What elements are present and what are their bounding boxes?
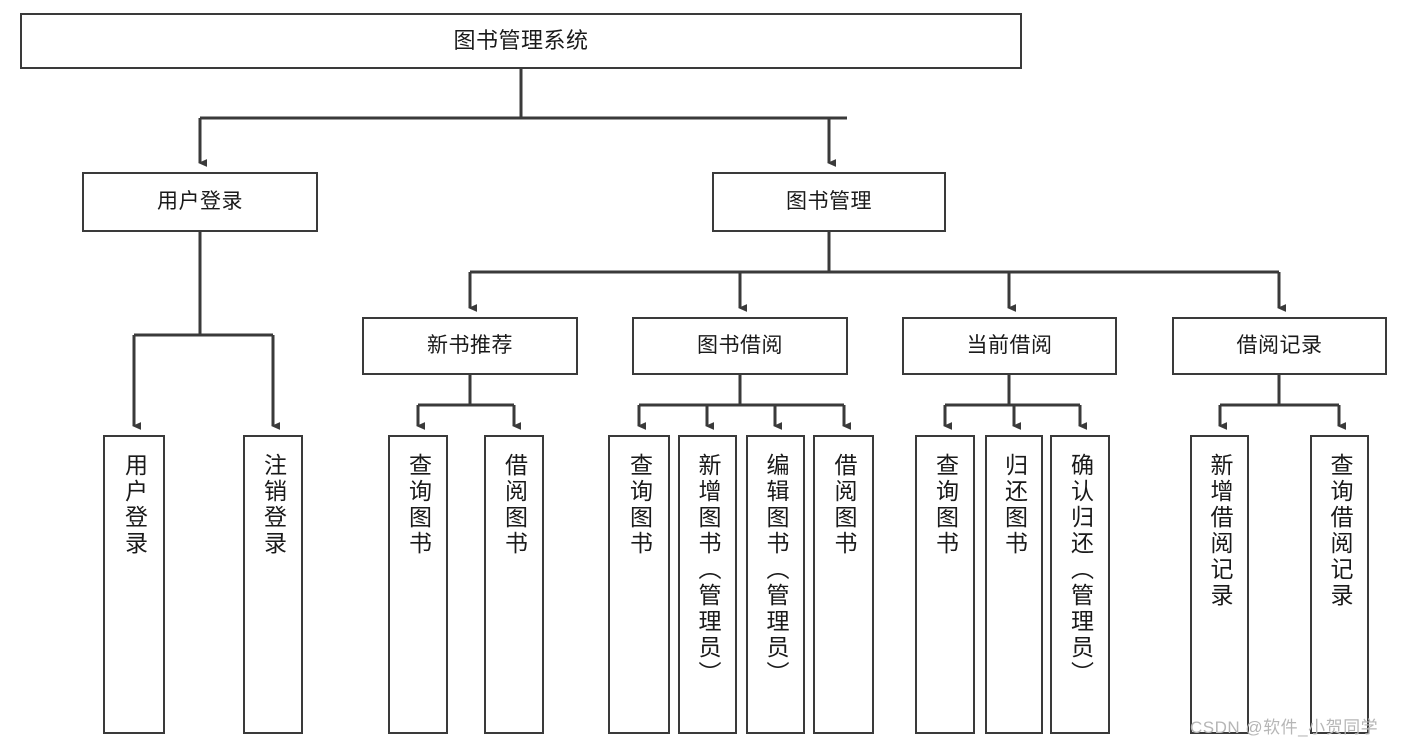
node-leaf-add-book-admin[interactable]: 新增图书（管理员） — [678, 435, 737, 734]
node-label: 查询借阅记录 — [1327, 453, 1353, 609]
node-leaf-confirm-return-admin[interactable]: 确认归还（管理员） — [1050, 435, 1110, 734]
node-label: 借阅图书 — [831, 453, 857, 557]
node-leaf-query-book-current[interactable]: 查询图书 — [915, 435, 975, 734]
node-label: 图书管理 — [786, 189, 872, 213]
node-leaf-return-book[interactable]: 归还图书 — [985, 435, 1043, 734]
node-label: 查询图书 — [932, 453, 959, 557]
node-leaf-query-borrow-record[interactable]: 查询借阅记录 — [1310, 435, 1369, 734]
node-current-borrowing[interactable]: 当前借阅 — [902, 317, 1117, 375]
node-label: 注销登录 — [260, 453, 287, 557]
node-label: 用户登录 — [157, 189, 243, 213]
node-label: 借阅图书 — [501, 453, 528, 557]
node-label: 借阅记录 — [1236, 333, 1323, 357]
node-leaf-query-book-new[interactable]: 查询图书 — [388, 435, 448, 734]
node-leaf-edit-book-admin[interactable]: 编辑图书（管理员） — [746, 435, 805, 734]
node-book-borrowing[interactable]: 图书借阅 — [632, 317, 848, 375]
node-leaf-add-borrow-record[interactable]: 新增借阅记录 — [1190, 435, 1249, 734]
node-label: 编辑图书（管理员） — [763, 453, 789, 687]
node-leaf-user-login[interactable]: 用户登录 — [103, 435, 165, 734]
node-label: 图书管理系统 — [453, 28, 589, 54]
node-label: 归还图书 — [1001, 453, 1028, 557]
node-label: 新书推荐 — [427, 333, 513, 357]
node-user-login[interactable]: 用户登录 — [82, 172, 318, 232]
node-label: 当前借阅 — [966, 333, 1053, 357]
node-leaf-query-book-borrow[interactable]: 查询图书 — [608, 435, 670, 734]
csdn-watermark: CSDN @软件_小贺同学 — [1190, 718, 1379, 737]
node-book-management[interactable]: 图书管理 — [712, 172, 946, 232]
node-label: 用户登录 — [121, 453, 148, 557]
node-new-book-recommendation[interactable]: 新书推荐 — [362, 317, 578, 375]
node-leaf-logout[interactable]: 注销登录 — [243, 435, 303, 734]
node-leaf-borrow-book-new[interactable]: 借阅图书 — [484, 435, 544, 734]
node-label: 新增借阅记录 — [1207, 453, 1233, 609]
node-label: 图书借阅 — [697, 333, 783, 357]
node-leaf-borrow-book[interactable]: 借阅图书 — [813, 435, 874, 734]
node-label: 查询图书 — [405, 453, 432, 557]
node-label: 查询图书 — [626, 453, 653, 557]
node-label: 确认归还（管理员） — [1067, 453, 1094, 687]
node-book-management-system[interactable]: 图书管理系统 — [20, 13, 1022, 69]
node-borrowing-record[interactable]: 借阅记录 — [1172, 317, 1387, 375]
node-label: 新增图书（管理员） — [695, 453, 721, 687]
